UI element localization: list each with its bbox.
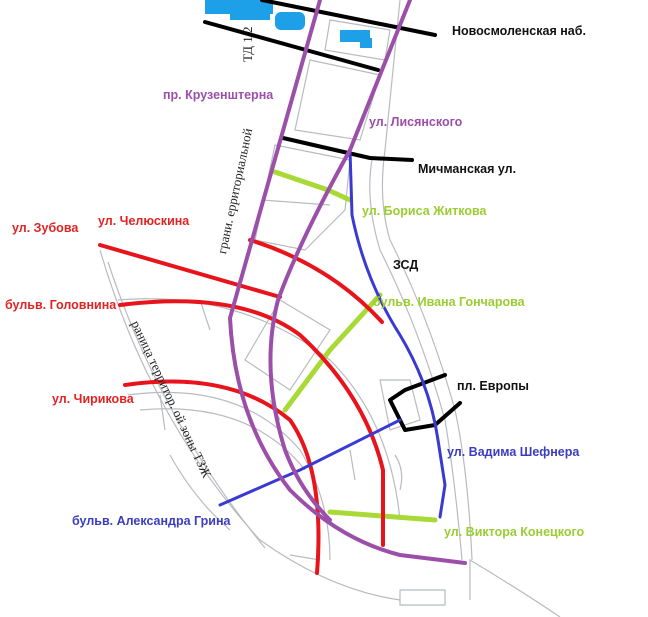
label-novosmolenskaya: Новосмоленская наб.: [452, 24, 586, 38]
label-golovnina: бульв. Головнина: [5, 298, 117, 312]
road-novosmolenskaya-2: [203, 20, 380, 72]
label-lisyanskogo: ул. Лисянского: [369, 115, 463, 129]
road-ploshchad-evropy: [388, 373, 462, 432]
label-zsd: ЗСД: [393, 258, 419, 272]
road-novosmolenskaya: [260, 0, 437, 37]
road-zubova: [98, 243, 282, 299]
label-chelyuskina: ул. Челюскина: [98, 214, 190, 228]
road-kruzenshterna: [228, 0, 467, 565]
label-shefnera: ул. Вадима Шефнера: [447, 445, 580, 459]
road-zhitkova: [272, 169, 353, 203]
road-shefnera: [348, 148, 447, 519]
road-chirikova: [123, 379, 321, 575]
water-features: [205, 0, 372, 48]
road-goncharova: [282, 292, 383, 413]
label-kruzenshterna: пр. Крузенштерна: [163, 88, 274, 102]
road-golovnina: [118, 299, 385, 547]
label-zubova: ул. Зубова: [12, 221, 79, 235]
label-michmanskaya: Мичманская ул.: [418, 162, 517, 176]
road-grina: [218, 418, 402, 507]
road-michmanskaya: [281, 136, 414, 162]
label-evropy: пл. Европы: [457, 379, 529, 393]
zone-label-td: ТД 1 2: [240, 26, 255, 63]
label-chirikova: ул. Чирикова: [52, 392, 134, 406]
road-chelyuskina: [248, 238, 384, 324]
label-zhitkova: ул. Бориса Житкова: [362, 204, 487, 218]
label-goncharova: бульв. Ивана Гончарова: [373, 295, 525, 309]
label-grina: бульв. Александра Грина: [72, 514, 231, 528]
label-konetskogo: ул. Виктора Конецкого: [444, 525, 585, 539]
road-lisyanskogo: [268, 0, 412, 522]
